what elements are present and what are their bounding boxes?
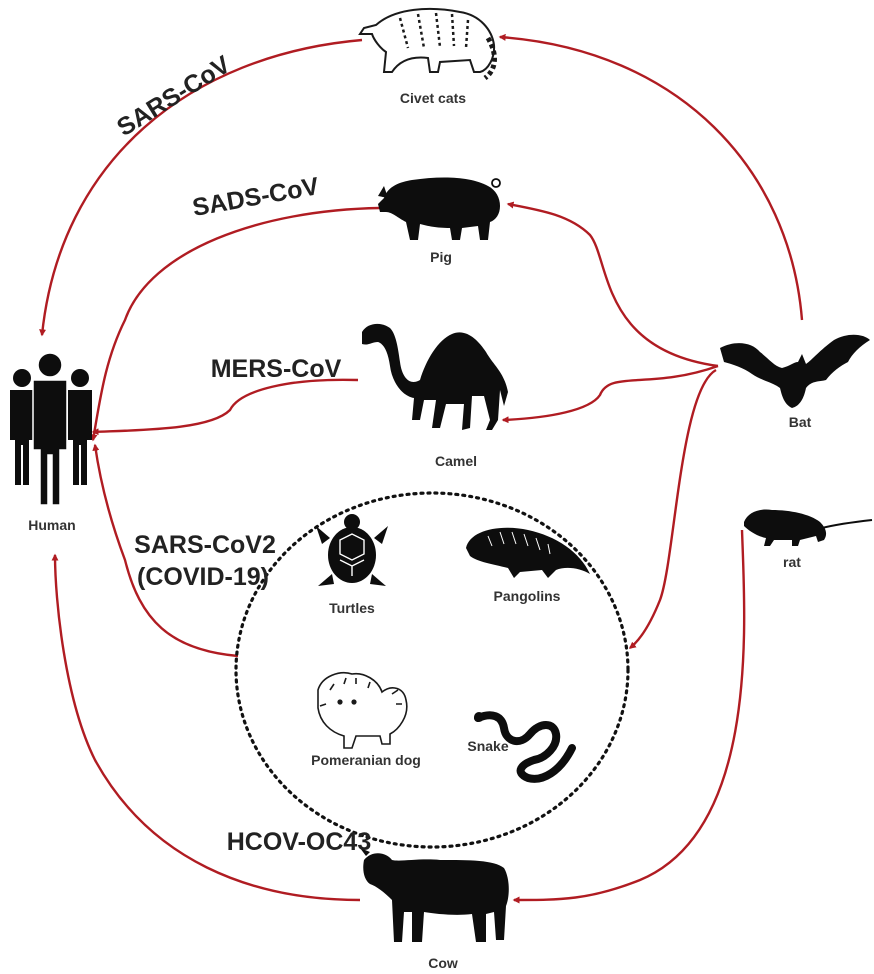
bat-label: Bat <box>789 414 812 430</box>
virus-label-mers: MERS-CoV <box>211 355 342 383</box>
virus-label-sars2-line2: (COVID-19) <box>137 563 269 591</box>
human-label: Human <box>28 517 75 533</box>
human-group-icon <box>10 353 92 505</box>
rat-label: rat <box>783 554 801 570</box>
arrows <box>42 37 802 900</box>
bat-icon <box>720 335 870 408</box>
cow-label: Cow <box>428 955 458 971</box>
rat-icon <box>744 510 872 547</box>
arrow-rat-to-cow <box>514 530 744 900</box>
arrow-bat-to-pig <box>508 204 718 366</box>
pig-label: Pig <box>430 249 452 265</box>
arrow-bat-to-civet <box>500 37 802 320</box>
arrow-pig-to-human <box>93 208 380 440</box>
pangolin-label: Pangolins <box>494 588 561 604</box>
dog-label: Pomeranian dog <box>311 752 421 768</box>
civet-icon <box>360 9 494 78</box>
turtle-label: Turtles <box>329 600 375 616</box>
arrow-bat-to-camel <box>503 366 718 420</box>
arrow-bat-to-intermediates <box>630 370 716 648</box>
civet-label: Civet cats <box>400 90 466 106</box>
intermediates-circle <box>236 493 628 847</box>
virus-label-sars: SARS-CoV <box>112 50 235 142</box>
dog-icon <box>318 673 407 748</box>
cow-icon <box>360 848 509 942</box>
pig-icon <box>378 178 500 240</box>
turtle-icon <box>316 514 388 586</box>
camel-label: Camel <box>435 453 477 469</box>
virus-label-hcov: HCOV-OC43 <box>227 828 371 856</box>
snake-label: Snake <box>467 738 508 754</box>
pangolin-icon <box>466 528 590 578</box>
camel-icon <box>362 324 508 430</box>
virus-label-sars2-line1: SARS-CoV2 <box>134 531 276 559</box>
arrow-camel-to-human <box>93 380 358 432</box>
